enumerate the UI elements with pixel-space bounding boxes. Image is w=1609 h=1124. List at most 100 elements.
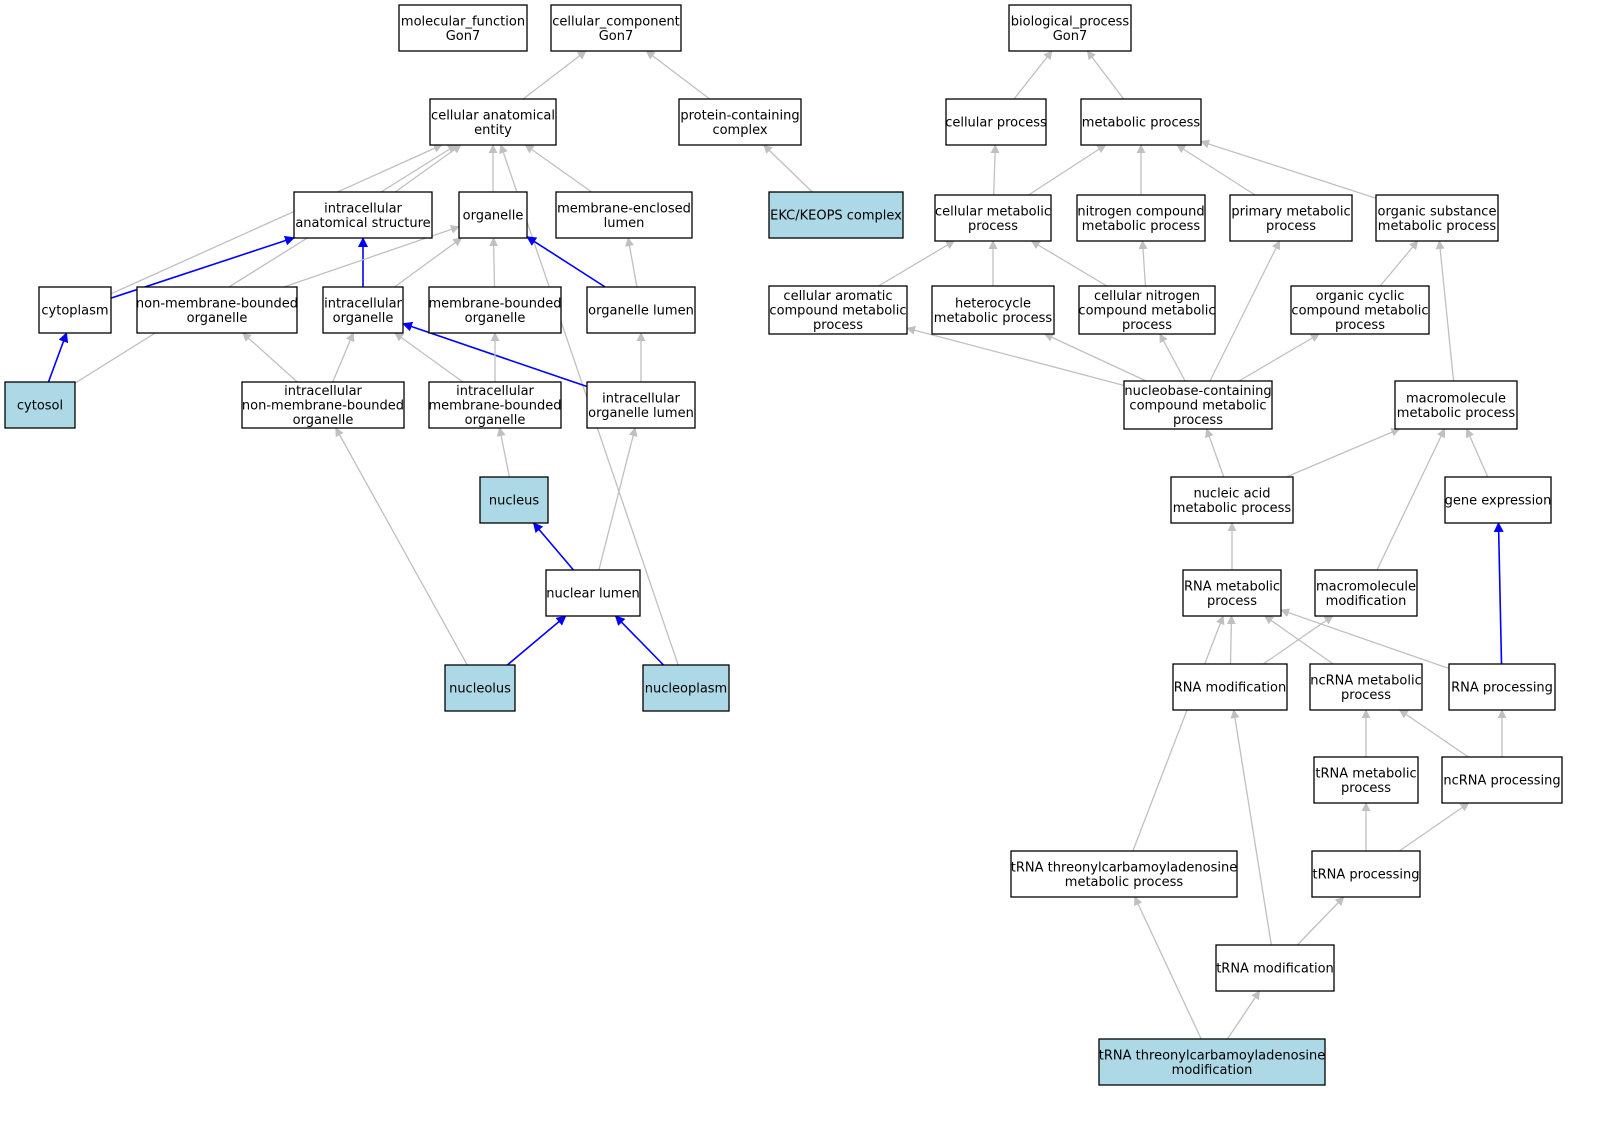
node-label: Gon7 <box>1053 29 1088 44</box>
edge-mmp-to-osmp <box>1435 240 1455 382</box>
node-box <box>136 286 298 334</box>
edge-ol-to-org <box>526 236 606 288</box>
node-tmod[interactable]: tRNA modification <box>1215 944 1335 992</box>
node-label: organelle <box>465 311 526 326</box>
node-rmod[interactable]: RNA modification <box>1172 663 1288 711</box>
node-label: tRNA metabolic <box>1315 766 1416 781</box>
edge-nl-to-nucleus <box>532 522 575 571</box>
edge-pmp-to-mp <box>1176 144 1256 196</box>
node-box <box>444 664 516 712</box>
edge-cmp-to-cp <box>990 144 1000 196</box>
node-label: cellular anatomical <box>431 108 555 123</box>
node-tproc[interactable]: tRNA processing <box>1311 850 1421 898</box>
edge-imbo-to-io <box>394 332 464 383</box>
node-nucleoplasm[interactable]: nucleoplasm <box>642 664 730 712</box>
node-label: macromolecule <box>1316 579 1416 594</box>
node-inmbo[interactable]: intracellularnon-membrane-boundedorganel… <box>241 381 405 429</box>
node-ttmp[interactable]: tRNA threonylcarbamoyladenosinemetabolic… <box>1010 850 1238 898</box>
node-label: cellular aromatic <box>783 289 892 304</box>
node-label: nitrogen compound <box>1077 204 1204 219</box>
node-label: process <box>1335 318 1385 333</box>
node-nl[interactable]: nuclear lumen <box>545 569 641 617</box>
edge-tmod-to-rmod <box>1230 709 1272 946</box>
node-org[interactable]: organelle <box>458 191 528 239</box>
node-label: modification <box>1172 1063 1253 1078</box>
node-box <box>1008 4 1132 52</box>
node-box <box>934 194 1052 242</box>
edge-ttmod-to-tmod <box>1226 990 1261 1040</box>
edge-nucleoplasm-to-nl <box>614 615 665 666</box>
node-cp[interactable]: cellular process <box>945 98 1047 146</box>
edge-ias-to-cae <box>394 144 462 193</box>
node-ncrproc[interactable]: ncRNA processing <box>1441 756 1563 804</box>
edge-nucleolus-to-inmbo <box>335 427 468 666</box>
node-label: metabolic process <box>1173 501 1292 516</box>
node-label: non-membrane-bounded <box>242 399 404 414</box>
node-mp[interactable]: metabolic process <box>1080 98 1202 146</box>
node-ge[interactable]: gene expression <box>1444 476 1552 524</box>
node-box <box>1172 663 1288 711</box>
node-label: molecular_function <box>401 14 525 29</box>
edge-nbccmp-to-cacmp <box>906 325 1125 387</box>
node-box <box>545 569 641 617</box>
node-box <box>458 191 528 239</box>
node-ttmod[interactable]: tRNA threonylcarbamoyladenosinemodificat… <box>1098 1038 1326 1086</box>
node-nucleus[interactable]: nucleus <box>479 476 549 524</box>
edge-inmbo-to-nmbo <box>241 332 298 383</box>
node-label: tRNA processing <box>1313 868 1420 883</box>
node-cyt[interactable]: cytoplasm <box>38 286 112 334</box>
edge-nl-to-iol <box>598 427 638 571</box>
node-label: intracellular <box>456 384 534 399</box>
node-label: nucleolus <box>449 682 511 697</box>
node-label: macromolecule <box>1406 391 1506 406</box>
node-label: process <box>1207 594 1257 609</box>
node-label: nucleic acid <box>1193 486 1270 501</box>
node-ol[interactable]: organelle lumen <box>586 286 696 334</box>
node-box <box>1010 850 1238 898</box>
node-cytosol[interactable]: cytosol <box>4 381 76 429</box>
node-box <box>398 4 528 52</box>
node-box <box>1123 380 1273 430</box>
node-box <box>768 285 908 335</box>
node-box <box>1170 476 1294 524</box>
node-label: cellular nitrogen <box>1094 289 1200 304</box>
node-ekc[interactable]: EKC/KEOPS complex <box>768 191 904 239</box>
node-nucleolus[interactable]: nucleolus <box>444 664 516 712</box>
node-label: ncRNA processing <box>1443 774 1560 789</box>
edge-cp-to-bp <box>1013 50 1053 100</box>
edge-io-to-org <box>394 237 463 288</box>
node-box <box>768 191 904 239</box>
edge-ol-to-mel <box>625 237 638 288</box>
edge-ge-to-mmp <box>1465 428 1489 478</box>
node-box <box>1375 194 1499 242</box>
node-rproc[interactable]: RNA processing <box>1448 663 1556 711</box>
